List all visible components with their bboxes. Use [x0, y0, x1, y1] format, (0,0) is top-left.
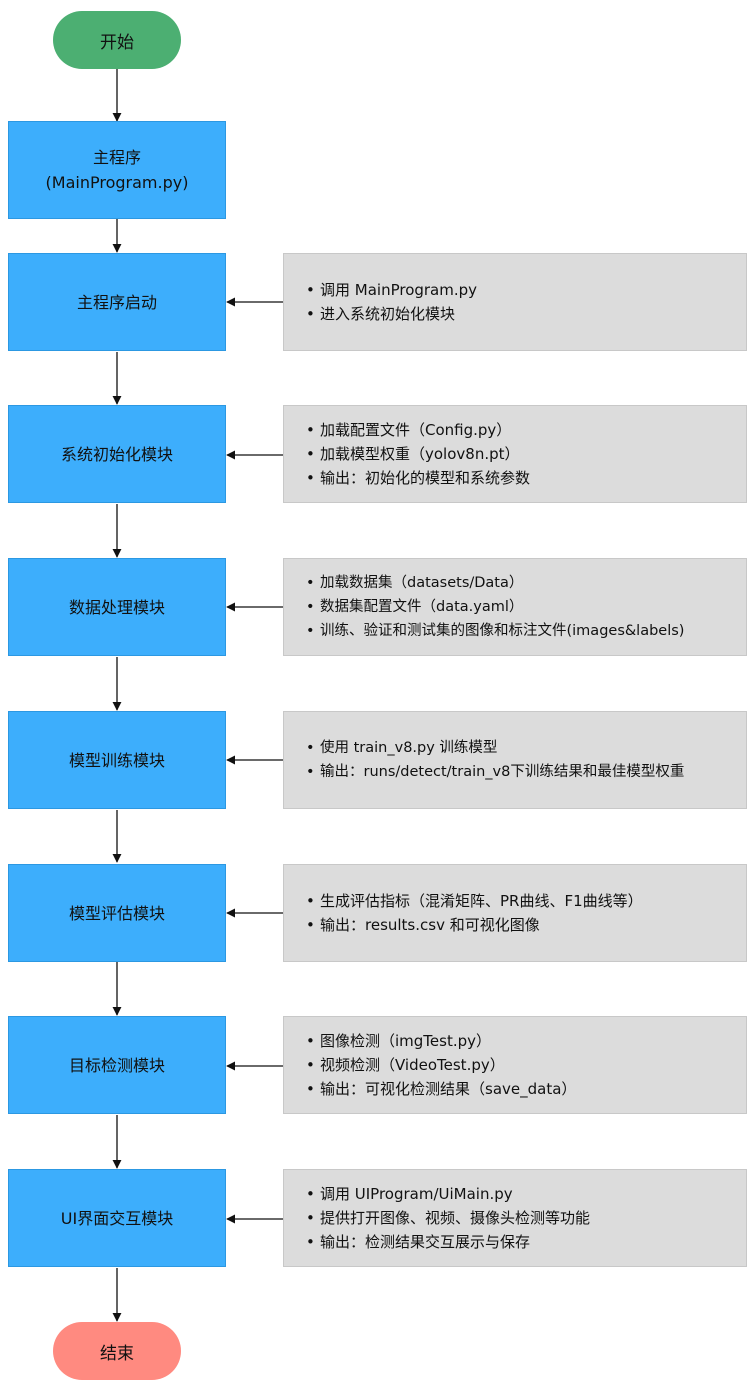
step-label: 目标检测模块 — [68, 1055, 165, 1075]
step-label: 数据处理模块 — [68, 597, 165, 617]
step-program-start: 主程序启动 — [8, 253, 226, 351]
note-line: •使用 train_v8.py 训练模型 — [306, 740, 498, 756]
step-data-processing: 数据处理模块 — [8, 558, 226, 656]
step-ui-interaction: UI界面交互模块 — [8, 1169, 226, 1267]
start-label: 开始 — [100, 32, 134, 53]
step-sublabel: (MainProgram.py) — [45, 173, 189, 192]
note-line: •加载配置文件（Config.py） — [306, 421, 512, 439]
step-main-program: 主程序 (MainProgram.py) — [8, 121, 226, 219]
start-node: 开始 — [53, 11, 181, 69]
note-line: •生成评估指标（混淆矩阵、PR曲线、F1曲线等） — [306, 892, 643, 910]
note-line: •加载数据集（datasets/Data） — [306, 575, 524, 591]
note-line: •输出：检测结果交互展示与保存 — [306, 1233, 531, 1251]
note-model-training: •使用 train_v8.py 训练模型 •输出：runs/detect/tra… — [283, 711, 747, 809]
step-label: 系统初始化模块 — [60, 444, 173, 464]
note-line: •输出：results.csv 和可视化图像 — [306, 916, 540, 934]
note-line: •视频检测（VideoTest.py） — [306, 1056, 505, 1074]
note-object-detection: •图像检测（imgTest.py） •视频检测（VideoTest.py） •输… — [283, 1016, 747, 1114]
step-label: 主程序启动 — [76, 292, 157, 312]
note-line: •调用 UIProgram/UiMain.py — [306, 1185, 513, 1203]
note-ui-interaction: •调用 UIProgram/UiMain.py •提供打开图像、视频、摄像头检测… — [283, 1169, 747, 1267]
note-line: •进入系统初始化模块 — [306, 305, 456, 323]
note-line: •加载模型权重（yolov8n.pt） — [306, 445, 520, 463]
note-line: •输出：runs/detect/train_v8下训练结果和最佳模型权重 — [306, 764, 685, 780]
step-object-detection: 目标检测模块 — [8, 1016, 226, 1114]
note-line: •提供打开图像、视频、摄像头检测等功能 — [306, 1209, 591, 1227]
note-model-evaluation: •生成评估指标（混淆矩阵、PR曲线、F1曲线等） •输出：results.csv… — [283, 864, 747, 962]
step-model-evaluation: 模型评估模块 — [8, 864, 226, 962]
end-label: 结束 — [100, 1343, 134, 1364]
step-label: 主程序 — [92, 148, 141, 167]
step-system-init: 系统初始化模块 — [8, 405, 226, 503]
note-system-init: •加载配置文件（Config.py） •加载模型权重（yolov8n.pt） •… — [283, 405, 747, 503]
note-line: •输出：初始化的模型和系统参数 — [306, 469, 531, 487]
step-label: UI界面交互模块 — [60, 1208, 174, 1228]
step-model-training: 模型训练模块 — [8, 711, 226, 809]
note-data-processing: •加载数据集（datasets/Data） •数据集配置文件（data.yaml… — [283, 558, 747, 656]
note-line: •输出：可视化检测结果（save_data） — [306, 1080, 577, 1098]
note-program-start: •调用 MainProgram.py •进入系统初始化模块 — [283, 253, 747, 351]
step-label: 模型评估模块 — [68, 903, 165, 923]
note-line: •图像检测（imgTest.py） — [306, 1032, 492, 1050]
note-line: •数据集配置文件（data.yaml） — [306, 599, 524, 615]
step-label: 模型训练模块 — [68, 750, 165, 770]
note-line: •调用 MainProgram.py — [306, 281, 478, 299]
end-node: 结束 — [53, 1322, 181, 1380]
note-line: •训练、验证和测试集的图像和标注文件(images&labels) — [306, 623, 685, 639]
